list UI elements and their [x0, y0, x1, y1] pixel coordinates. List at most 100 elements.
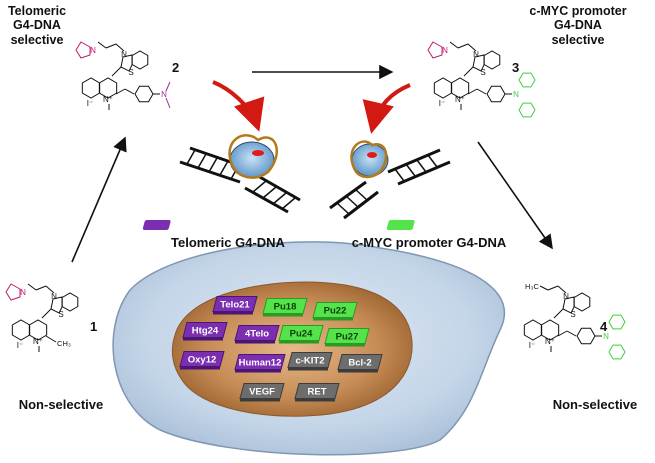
chip-edge: [263, 313, 303, 317]
phenyl-ring: [608, 344, 626, 360]
chip-label: Htg24: [192, 326, 219, 337]
c-methyl-label: CH₃: [57, 339, 71, 348]
phenyl-ring: [518, 72, 536, 88]
dna-duplex-left: [179, 146, 301, 214]
vinyl-bond: [476, 88, 487, 95]
compound-number-1: 1: [90, 319, 98, 334]
label-line: G4-DNA: [554, 18, 602, 33]
triphenylamine-nitrogen-label: N: [513, 90, 519, 99]
pyrrolidine-ring: [5, 283, 21, 301]
g4-quadruplex-right: [351, 143, 389, 177]
phenyl-ring: [608, 314, 626, 330]
compound-number-4: 4: [600, 319, 608, 334]
chip-edge: [213, 311, 253, 315]
chip-label: Pu24: [290, 329, 313, 340]
chip-bcl-2: Bcl-2: [337, 354, 383, 373]
propyl-bond: [449, 41, 459, 49]
label-line: c-MYC promoter: [529, 4, 627, 18]
chip-label: RET: [308, 387, 327, 398]
telomeric-g4-chip: [142, 220, 171, 230]
chip-edge: [235, 340, 275, 344]
chip-label: VEGF: [249, 387, 275, 398]
n-methyl-bond: [165, 97, 171, 109]
chip-label: Pu27: [336, 332, 359, 343]
chip-label: Bcl-2: [348, 358, 371, 369]
propyl-bond: [27, 283, 37, 291]
chip-edge: [288, 367, 328, 371]
styryl-phenyl-ring: [576, 327, 596, 345]
pyrrolidine-nitrogen-label: N: [90, 46, 96, 55]
chip-oxy12: Oxy12: [179, 351, 225, 370]
chip-vegf: VEGF: [239, 383, 285, 402]
quinolinium-label: N⁺: [33, 337, 43, 346]
propyl-bond: [97, 41, 107, 49]
nitrogen-label: N: [121, 50, 127, 59]
pyrrolidine-nitrogen-label: N: [442, 46, 448, 55]
styryl-phenyl-ring: [134, 85, 154, 103]
chip-label: Telo21: [220, 300, 250, 311]
ligand-spot-right: [367, 152, 377, 158]
g4-loop-right: [350, 140, 388, 179]
quinoline-ring-b: [81, 77, 101, 99]
chip-label: Pu18: [274, 302, 297, 313]
quinoline-ring-b: [523, 319, 543, 341]
chip-edge: [279, 340, 319, 344]
chip-ret: RET: [294, 383, 340, 402]
sulfur-label: S: [480, 68, 485, 77]
pyrrolidine-ring: [75, 41, 91, 59]
chip-label: c-KIT2: [295, 356, 324, 367]
n-methyl-bond: [165, 81, 171, 92]
red-binding-arrow-right: [362, 83, 411, 134]
sulfur-label: S: [570, 310, 575, 319]
benzothiazole-ring: [573, 292, 591, 312]
thiazole-ring: [50, 296, 63, 314]
label-line: selective: [10, 32, 64, 47]
propyl-bond: [539, 285, 549, 291]
thiazole-ring: [472, 54, 485, 72]
label-cmyc-g4: c-MYC promoter G4-DNA: [351, 235, 507, 250]
label-cmyc-selective: c-MYC promoter G4-DNA selective: [518, 4, 638, 47]
propyl-bond: [557, 285, 567, 294]
methine-bond: [553, 308, 564, 319]
iodide-label: I⁻: [529, 341, 535, 350]
label-line: selective: [551, 32, 605, 47]
chip-pu18: Pu18: [262, 298, 308, 317]
iodide-label: I⁻: [17, 341, 23, 350]
benzothiazole-ring: [483, 50, 501, 70]
red-binding-arrow-left: [212, 80, 265, 132]
compound-core: NSN⁺I⁻NN: [75, 41, 171, 110]
arrow-3-to-4: [477, 141, 553, 250]
propyl-bond: [457, 43, 469, 49]
chip-human12: Human12: [234, 354, 286, 373]
methyl-label: H₃C: [525, 282, 539, 291]
methyl-bond: [45, 335, 57, 343]
chip-pu24: Pu24: [278, 325, 324, 344]
pyrrolidine-nitrogen-label: N: [20, 288, 26, 297]
nitrogen-label: N: [473, 50, 479, 59]
chip-htg24: Htg24: [182, 322, 228, 341]
vinyl-bond: [566, 330, 577, 337]
triphenylamine-nitrogen-label: N: [603, 332, 609, 341]
methine-bond: [463, 66, 474, 77]
quinoline-ring-b: [11, 319, 31, 341]
chip-label: 4Telo: [245, 329, 269, 340]
label-telomeric-g4: Telomeric G4-DNA: [171, 235, 285, 250]
compound-number-3: 3: [512, 60, 520, 75]
chip-label: Human12: [239, 358, 282, 369]
phenyl-ring: [518, 102, 536, 118]
chip-edge: [180, 366, 220, 370]
methine-bond: [41, 308, 52, 319]
ligand-spot-left: [252, 150, 264, 156]
nitrogen-label: N: [51, 292, 57, 301]
propyl-bond: [105, 43, 117, 49]
propyl-bond: [45, 285, 55, 294]
sulfur-label: S: [128, 68, 133, 77]
chip-4telo: 4Telo: [234, 325, 280, 344]
label-line: G4-DNA: [13, 18, 61, 33]
